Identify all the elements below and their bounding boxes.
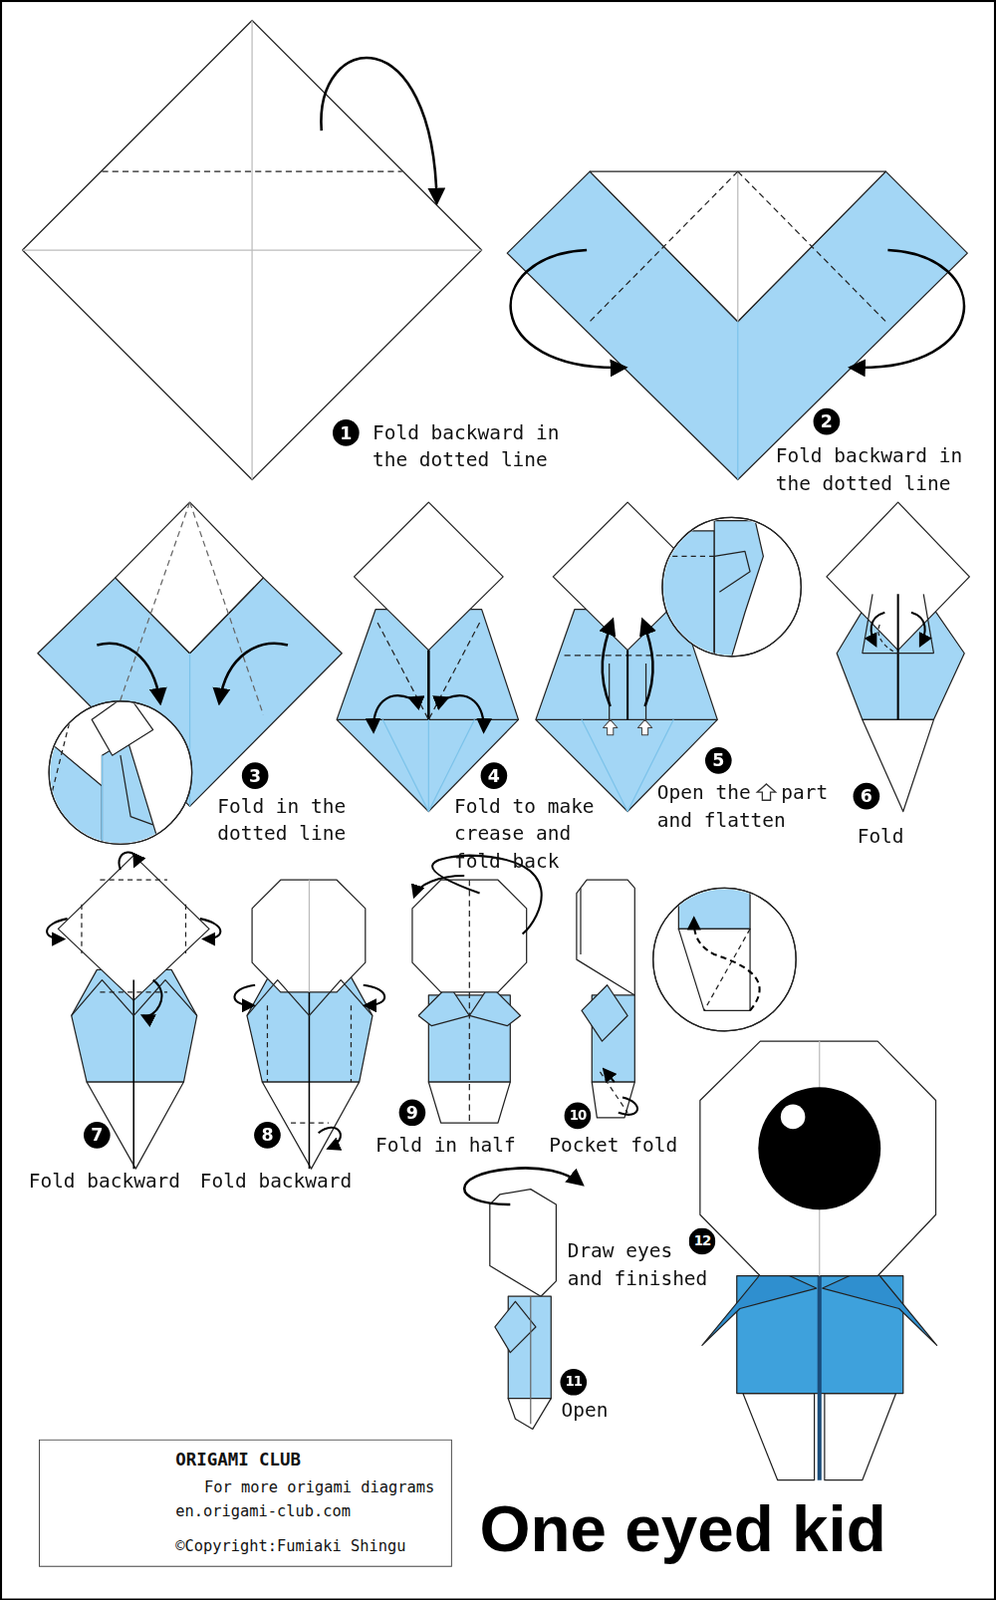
instruction-text: Fold in the dotted line bbox=[217, 791, 401, 847]
instruction-text: Fold backward in the dotted line bbox=[775, 442, 993, 498]
callout-number: 4 bbox=[481, 761, 508, 789]
diagram-title: One eyed kid bbox=[480, 1492, 887, 1566]
instruction-text: Fold bbox=[857, 822, 905, 851]
instruction-text: Fold backward bbox=[200, 1166, 352, 1195]
callout-number: 3 bbox=[242, 761, 269, 789]
instruction-text: Pocket fold bbox=[548, 1130, 678, 1159]
credit-text: ©Copyright:Fumiaki Shingu bbox=[175, 1535, 406, 1556]
callout-number: 2 bbox=[813, 408, 841, 436]
instruction-text: Fold to make crease and fold back bbox=[454, 791, 608, 875]
credit-box: ORIGAMI CLUB For more origami diagramsen.… bbox=[38, 1439, 453, 1567]
open-arrow-symbol bbox=[754, 782, 778, 801]
callout-number: 7 bbox=[83, 1121, 111, 1149]
callout-number: 10 bbox=[564, 1102, 592, 1130]
callout-number: 11 bbox=[559, 1368, 587, 1396]
instruction-text: Fold backward bbox=[28, 1166, 181, 1195]
callout-number: 1 bbox=[332, 419, 360, 447]
callout-number: 5 bbox=[705, 747, 733, 774]
callout-number: 6 bbox=[853, 782, 881, 810]
callout-number: 8 bbox=[253, 1121, 281, 1149]
brand-name: ORIGAMI CLUB bbox=[175, 1449, 301, 1470]
callout-number: 12 bbox=[689, 1228, 717, 1255]
instruction-text: Open the bbox=[657, 780, 751, 804]
instruction-text: Draw eyes and finished bbox=[567, 1237, 711, 1292]
instruction-text: Fold backward in the dotted line bbox=[372, 418, 592, 474]
instruction-text: Open thepart and flatten bbox=[657, 778, 841, 834]
instruction-text: Open bbox=[561, 1396, 609, 1425]
instruction-text: Fold in half bbox=[375, 1130, 516, 1159]
callout-number: 9 bbox=[399, 1098, 427, 1126]
credit-text: For more origami diagrams bbox=[204, 1477, 435, 1497]
credit-text: en.origami-club.com bbox=[175, 1499, 351, 1520]
